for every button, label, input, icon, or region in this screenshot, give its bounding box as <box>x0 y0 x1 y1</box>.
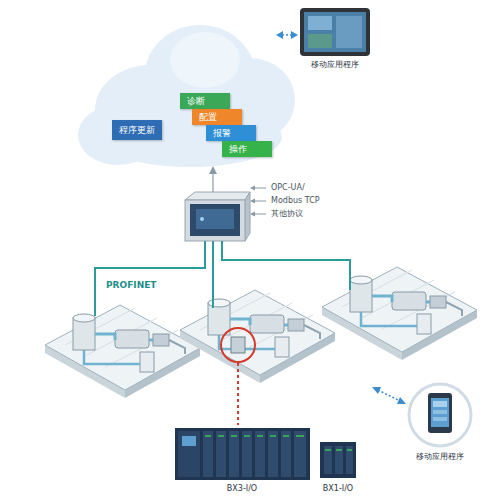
dotted-link-part <box>291 31 298 39</box>
dotted-link-part <box>282 34 292 36</box>
network-label: PROFINET <box>106 280 157 290</box>
profinet-lines-part <box>212 241 214 308</box>
tablet-part <box>300 8 370 56</box>
protocol-arrows-part <box>250 212 255 217</box>
profinet-lines-part <box>95 241 205 316</box>
tablet <box>300 8 370 56</box>
tablet-part <box>308 34 332 48</box>
node-text: 配置 <box>199 109 235 125</box>
node-text: 诊断 <box>187 93 223 109</box>
phone-part <box>428 393 452 433</box>
io-rack <box>175 428 310 480</box>
protocol-label: Modbus TCP <box>271 196 320 206</box>
io-rack-part <box>182 436 196 446</box>
phone-part <box>433 417 447 421</box>
gateway-part <box>200 217 204 221</box>
tablet-part <box>336 16 362 48</box>
cloud <box>78 25 295 167</box>
io-rack-part <box>203 431 213 477</box>
node-text: 移动应用程序 <box>416 452 464 462</box>
phone-part <box>433 401 447 407</box>
io-rack-part <box>268 431 278 477</box>
illustration-part <box>322 267 477 360</box>
dotted-link-part <box>276 31 283 39</box>
phone-part <box>431 398 449 427</box>
control-panel-part <box>231 337 245 353</box>
phone-part <box>433 410 447 414</box>
dotted-link <box>372 387 406 404</box>
uplink-arrow-part <box>209 166 217 174</box>
node-text: BX3-I/O <box>227 484 257 494</box>
protocol-label: OPC-UA/ <box>271 183 305 193</box>
profinet-lines <box>95 241 350 316</box>
gateway-part <box>190 204 240 236</box>
uplink-arrow-part <box>212 172 213 194</box>
phone-part <box>409 384 471 446</box>
tablet-part <box>304 12 366 52</box>
io-rack-part <box>255 431 265 477</box>
gateway-part <box>185 200 245 241</box>
gateway-part <box>245 192 250 241</box>
tag-card: 程序更新 <box>112 120 162 140</box>
node-text: 报警 <box>213 125 249 141</box>
control-panel-part <box>237 363 239 425</box>
dotted-link-part <box>397 397 406 404</box>
io-rack-part <box>175 428 310 480</box>
dotted-link-part <box>372 387 381 394</box>
io-module <box>320 442 356 478</box>
io-rack-part <box>178 431 200 477</box>
gateway <box>185 192 250 241</box>
protocol-arrows-part <box>250 199 255 204</box>
tag-card: 配置 <box>192 109 242 125</box>
device-caption: 移动应用程序 <box>416 452 464 462</box>
dotted-link-part <box>378 390 400 401</box>
device-caption: 移动应用程序 <box>311 60 359 70</box>
node-text: 移动应用程序 <box>311 60 359 70</box>
illustration-part <box>45 305 200 398</box>
tag-card: 诊断 <box>180 93 230 109</box>
control-panel-part <box>221 328 255 362</box>
control-panel <box>221 328 255 425</box>
io-rack-part <box>229 431 239 477</box>
phone <box>409 384 471 446</box>
cloud-part <box>170 32 240 88</box>
tablet-part <box>308 16 332 30</box>
node-text: BX1-I/O <box>323 484 353 494</box>
protocol-label: 其他协议 <box>271 209 303 219</box>
device-caption: BX3-I/O <box>227 484 257 494</box>
uplink-arrow <box>209 166 217 194</box>
tag-card: 操作 <box>222 141 272 157</box>
io-module-part <box>320 442 356 478</box>
io-rack-part <box>242 431 252 477</box>
io-rack-part <box>281 431 291 477</box>
tag-card: 报警 <box>206 125 256 141</box>
protocol-arrows-part <box>250 186 255 191</box>
node-text: 程序更新 <box>119 120 155 140</box>
profinet-lines-part <box>222 241 350 290</box>
illustration-part <box>180 290 335 383</box>
io-rack-part <box>294 431 306 477</box>
dotted-link <box>276 31 298 39</box>
io-rack-part <box>216 431 226 477</box>
gateway-part <box>196 209 234 229</box>
device-caption: BX1-I/O <box>323 484 353 494</box>
protocol-arrows <box>250 186 266 217</box>
node-text: 操作 <box>229 141 265 157</box>
gateway-part <box>185 192 250 200</box>
io-module-part <box>325 449 352 451</box>
io-rack-part <box>205 435 304 437</box>
